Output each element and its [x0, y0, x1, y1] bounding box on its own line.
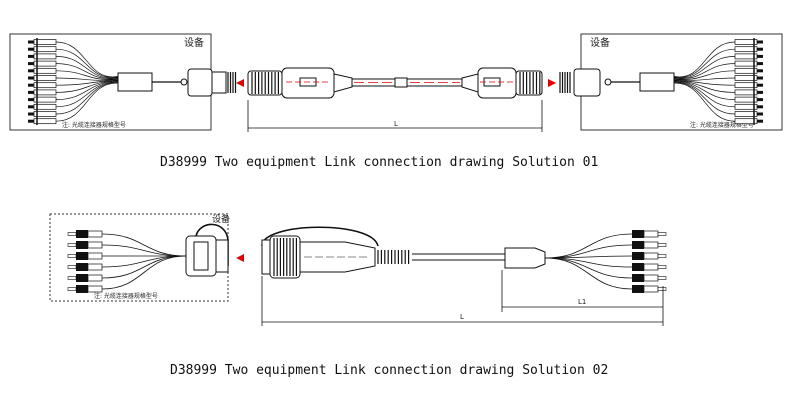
fanout-fiber	[55, 82, 119, 122]
right-equipment-label: 设备	[590, 36, 610, 49]
rca-plug-body	[76, 263, 88, 271]
left-fanout-connectors	[28, 38, 119, 125]
fanout-fiber	[55, 48, 119, 78]
rca-plug-tip	[657, 265, 667, 269]
fanout-fiber	[673, 80, 736, 100]
rca-plug-sleeve	[87, 252, 103, 260]
rca-plug-body	[632, 252, 644, 260]
rca-plug-sleeve	[643, 285, 659, 293]
rca-wire	[544, 233, 633, 259]
fanout-fiber	[673, 80, 736, 93]
length-label: L	[394, 120, 398, 128]
rca-plug-sleeve	[87, 285, 103, 293]
left-equipment-label: 设备	[184, 36, 204, 49]
fanout-fiber	[673, 48, 736, 78]
rca-plug-body	[76, 252, 88, 260]
rca-plug-body	[632, 230, 644, 238]
fanout-fiber	[673, 82, 736, 115]
fanout-fiber	[673, 82, 736, 122]
fanout-fiber	[55, 41, 119, 78]
rca-plug-tip	[67, 232, 77, 236]
fanout-fiber	[673, 70, 736, 80]
rca-plug-sleeve	[87, 274, 103, 282]
fanout-fiber	[673, 81, 736, 108]
rca-plug-body	[632, 285, 644, 293]
rca-plug-body	[76, 241, 88, 249]
rca-plug-tip	[67, 243, 77, 247]
rca-plug-sleeve	[643, 230, 659, 238]
rca-wire	[544, 257, 633, 290]
rca-plug-sleeve	[643, 252, 659, 260]
rca-plug-body	[632, 241, 644, 249]
fanout-fiber	[55, 80, 119, 100]
rca-plug-tip	[657, 254, 667, 258]
fanout-fiber	[55, 56, 119, 79]
left-equipment-note: 注: 光缆连接器规格型号	[62, 121, 126, 129]
rca-plug-tip	[657, 243, 667, 247]
rca-plug-body	[632, 263, 644, 271]
left-connector-thread	[227, 72, 237, 93]
solution-2-diagram: 设备 注: 光缆连接器规格型号 L1 L	[49, 213, 667, 326]
fanout-fiber	[55, 81, 119, 108]
right-rca-connectors	[544, 230, 667, 293]
cable-plug	[261, 226, 546, 279]
left-mating-arrow	[236, 79, 244, 87]
right-connector-thread	[559, 72, 571, 93]
right-equipment-note: 注: 光缆连接器规格型号	[690, 121, 754, 129]
solution-1-diagram: 设备 注: 光缆连接器规格型号	[9, 33, 783, 132]
fanout-fiber	[55, 70, 119, 80]
right-fanout-connectors	[673, 38, 763, 125]
left-panel-connector	[187, 68, 213, 97]
fanout-fiber	[55, 79, 119, 86]
rca-wire	[101, 233, 187, 257]
fanout-fiber	[55, 82, 119, 115]
rca-plug-tip	[67, 287, 77, 291]
right-breakout-boot	[639, 72, 675, 92]
solution-2-caption: D38999 Two equipment Link connection dra…	[170, 363, 608, 378]
rca-wire	[101, 255, 187, 268]
rca-plug-body	[76, 230, 88, 238]
equipment-label: 设备	[212, 213, 230, 225]
left-rca-connectors	[67, 230, 187, 293]
rca-plug-sleeve	[643, 274, 659, 282]
rca-plug-sleeve	[643, 241, 659, 249]
length-label-2: L	[460, 313, 464, 321]
rca-wire	[101, 255, 187, 290]
left-breakout-boot	[117, 72, 153, 92]
fanout-fiber	[673, 41, 736, 78]
rca-plug-tip	[657, 276, 667, 280]
rca-plug-body	[76, 274, 88, 282]
sublength-label: L1	[578, 298, 586, 306]
rca-plug-tip	[67, 276, 77, 280]
rca-plug-tip	[67, 265, 77, 269]
rca-plug-tip	[657, 232, 667, 236]
rca-wire	[101, 244, 187, 257]
rca-wire	[544, 257, 633, 279]
right-panel-connector	[573, 68, 601, 97]
rca-plug-tip	[657, 287, 667, 291]
rca-plug-sleeve	[87, 230, 103, 238]
rca-plug-sleeve	[87, 263, 103, 271]
rca-plug-sleeve	[643, 263, 659, 271]
right-mating-arrow	[548, 79, 556, 87]
fanout-fiber	[673, 79, 736, 86]
fanout-fiber	[673, 63, 736, 80]
rca-plug-body	[632, 274, 644, 282]
mating-arrow	[236, 254, 244, 262]
equipment-note: 注: 光缆连接器规格型号	[94, 292, 158, 300]
rca-plug-tip	[67, 254, 77, 258]
fanout-fiber	[55, 80, 119, 93]
fanout-fiber	[55, 63, 119, 80]
fanout-fiber	[673, 56, 736, 79]
solution-1-caption: D38999 Two equipment Link connection dra…	[160, 155, 598, 170]
fanout-fiber	[673, 77, 736, 81]
rca-plug-body	[76, 285, 88, 293]
fanout-fiber	[55, 77, 119, 81]
central-cable-assembly	[247, 67, 543, 99]
rca-plug-sleeve	[87, 241, 103, 249]
